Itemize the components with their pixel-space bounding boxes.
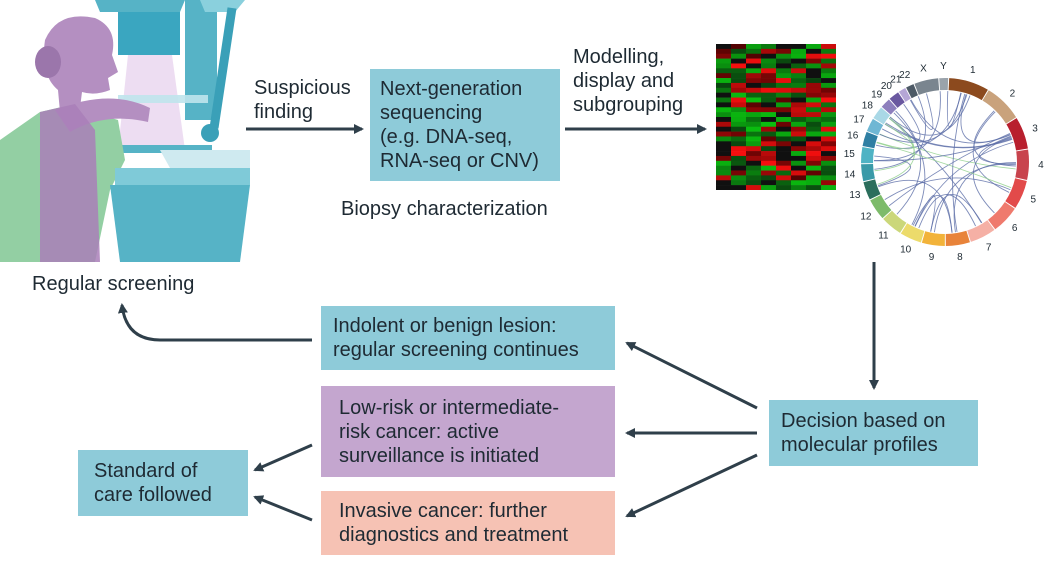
chromosome-label: 16 [847,131,859,142]
circos-link [875,92,962,149]
chromosome-label: 11 [878,231,889,242]
chromosome-label: 21 [890,75,902,86]
chromosome-segment [883,210,907,233]
chromosome-segment [889,92,905,108]
circos-link [895,110,922,215]
chromosome-segment [900,223,925,243]
chromosome-label: 4 [1038,160,1044,171]
circos-link [879,133,1016,170]
invasive-box: Invasive cancer: further diagnostics and… [321,491,615,555]
circos-link [893,112,926,226]
circos-link [914,141,1014,227]
low-risk-box: Low-risk or intermediate- risk cancer: a… [321,386,615,477]
standard-of-care-box: Standard of care followed [78,450,248,516]
chromosome-segment [1006,118,1028,151]
circos-link [972,111,1010,193]
chromosome-label: 18 [862,101,874,112]
chromosome-segment [967,220,995,242]
chromosome-label: Y [940,61,947,72]
chromosome-label: 3 [1032,124,1038,135]
chromosome-segment [862,131,878,149]
chromosome-label: 1 [970,65,976,76]
chromosome-segment [1015,149,1029,180]
chromosome-label: 17 [853,115,865,126]
chromosome-segment [939,78,949,91]
indolent-box: Indolent or benign lesion: regular scree… [321,306,615,370]
chromosome-segment [1005,178,1027,208]
circos-link [874,155,911,187]
circos-link [909,93,934,130]
modelling-label: Modelling, display and subgrouping [573,46,684,116]
mammography-illustration [0,0,250,262]
chromosome-label: 14 [844,169,856,180]
chromosome-label: 9 [929,252,935,263]
circos-link [876,142,1012,189]
chromosome-segment [873,107,891,125]
chromosome-label: 13 [849,190,861,201]
chromosome-label: 5 [1031,195,1037,206]
circos-link [960,94,1011,143]
chromosome-label: 15 [844,149,856,160]
chromosome-segment [881,99,897,115]
arrow-indolent-to-screening [117,303,312,342]
chromosome-segment [906,84,919,99]
circos-link [933,163,1016,233]
arrow-lowrisk-to-standard [253,443,313,472]
chromosome-label: 19 [871,90,883,101]
circos-link [930,193,983,232]
circos-link [889,95,971,136]
circos-link [918,194,976,229]
chromosome-segment [988,202,1015,230]
chromosome-label: 2 [1010,89,1016,100]
chromosome-label: 20 [881,81,893,92]
chromosome-label: 22 [899,70,911,81]
ngs-box: Next-generation sequencing (e.g. DNA-seq… [370,69,560,181]
arrow-decision-to-indolent [625,341,758,410]
circos-link [879,94,968,143]
chromosome-segment [861,163,875,182]
chromosome-label: 10 [900,245,912,256]
decision-box: Decision based on molecular profiles [769,400,978,466]
regular-screening-label: Regular screening [32,273,195,295]
circos-link [884,177,1011,200]
arrow-invasive-to-standard [253,495,313,522]
chromosome-segment [945,230,970,246]
chromosome-segment [948,78,988,101]
arrow-decision-to-invasive [625,453,758,518]
circos-link [978,135,1016,166]
chromosome-label: X [920,63,927,74]
chromosome-segment [982,90,1017,124]
chromosome-segment [870,194,892,219]
chromosome-segment [861,147,875,164]
chromosome-segment [866,118,884,136]
circos-link [876,123,914,150]
chromosome-label: 12 [860,211,872,222]
chromosome-segment [914,78,940,95]
chromosome-segment [921,231,945,246]
circos-link [874,96,926,170]
chromosome-label: 6 [1012,223,1018,234]
circos-link [885,122,1013,148]
suspicious-finding-label: Suspicious finding [254,77,351,123]
chromosome-label: 8 [957,252,963,263]
chromosome-segment [898,88,911,102]
circos-link [877,117,915,185]
circos-link [973,110,1016,167]
expression-heatmap [716,44,836,190]
biopsy-characterization-label: Biopsy characterization [341,198,548,220]
chromosome-label: 7 [986,243,992,254]
circos-link [878,179,953,233]
chromosome-segment [863,179,881,200]
